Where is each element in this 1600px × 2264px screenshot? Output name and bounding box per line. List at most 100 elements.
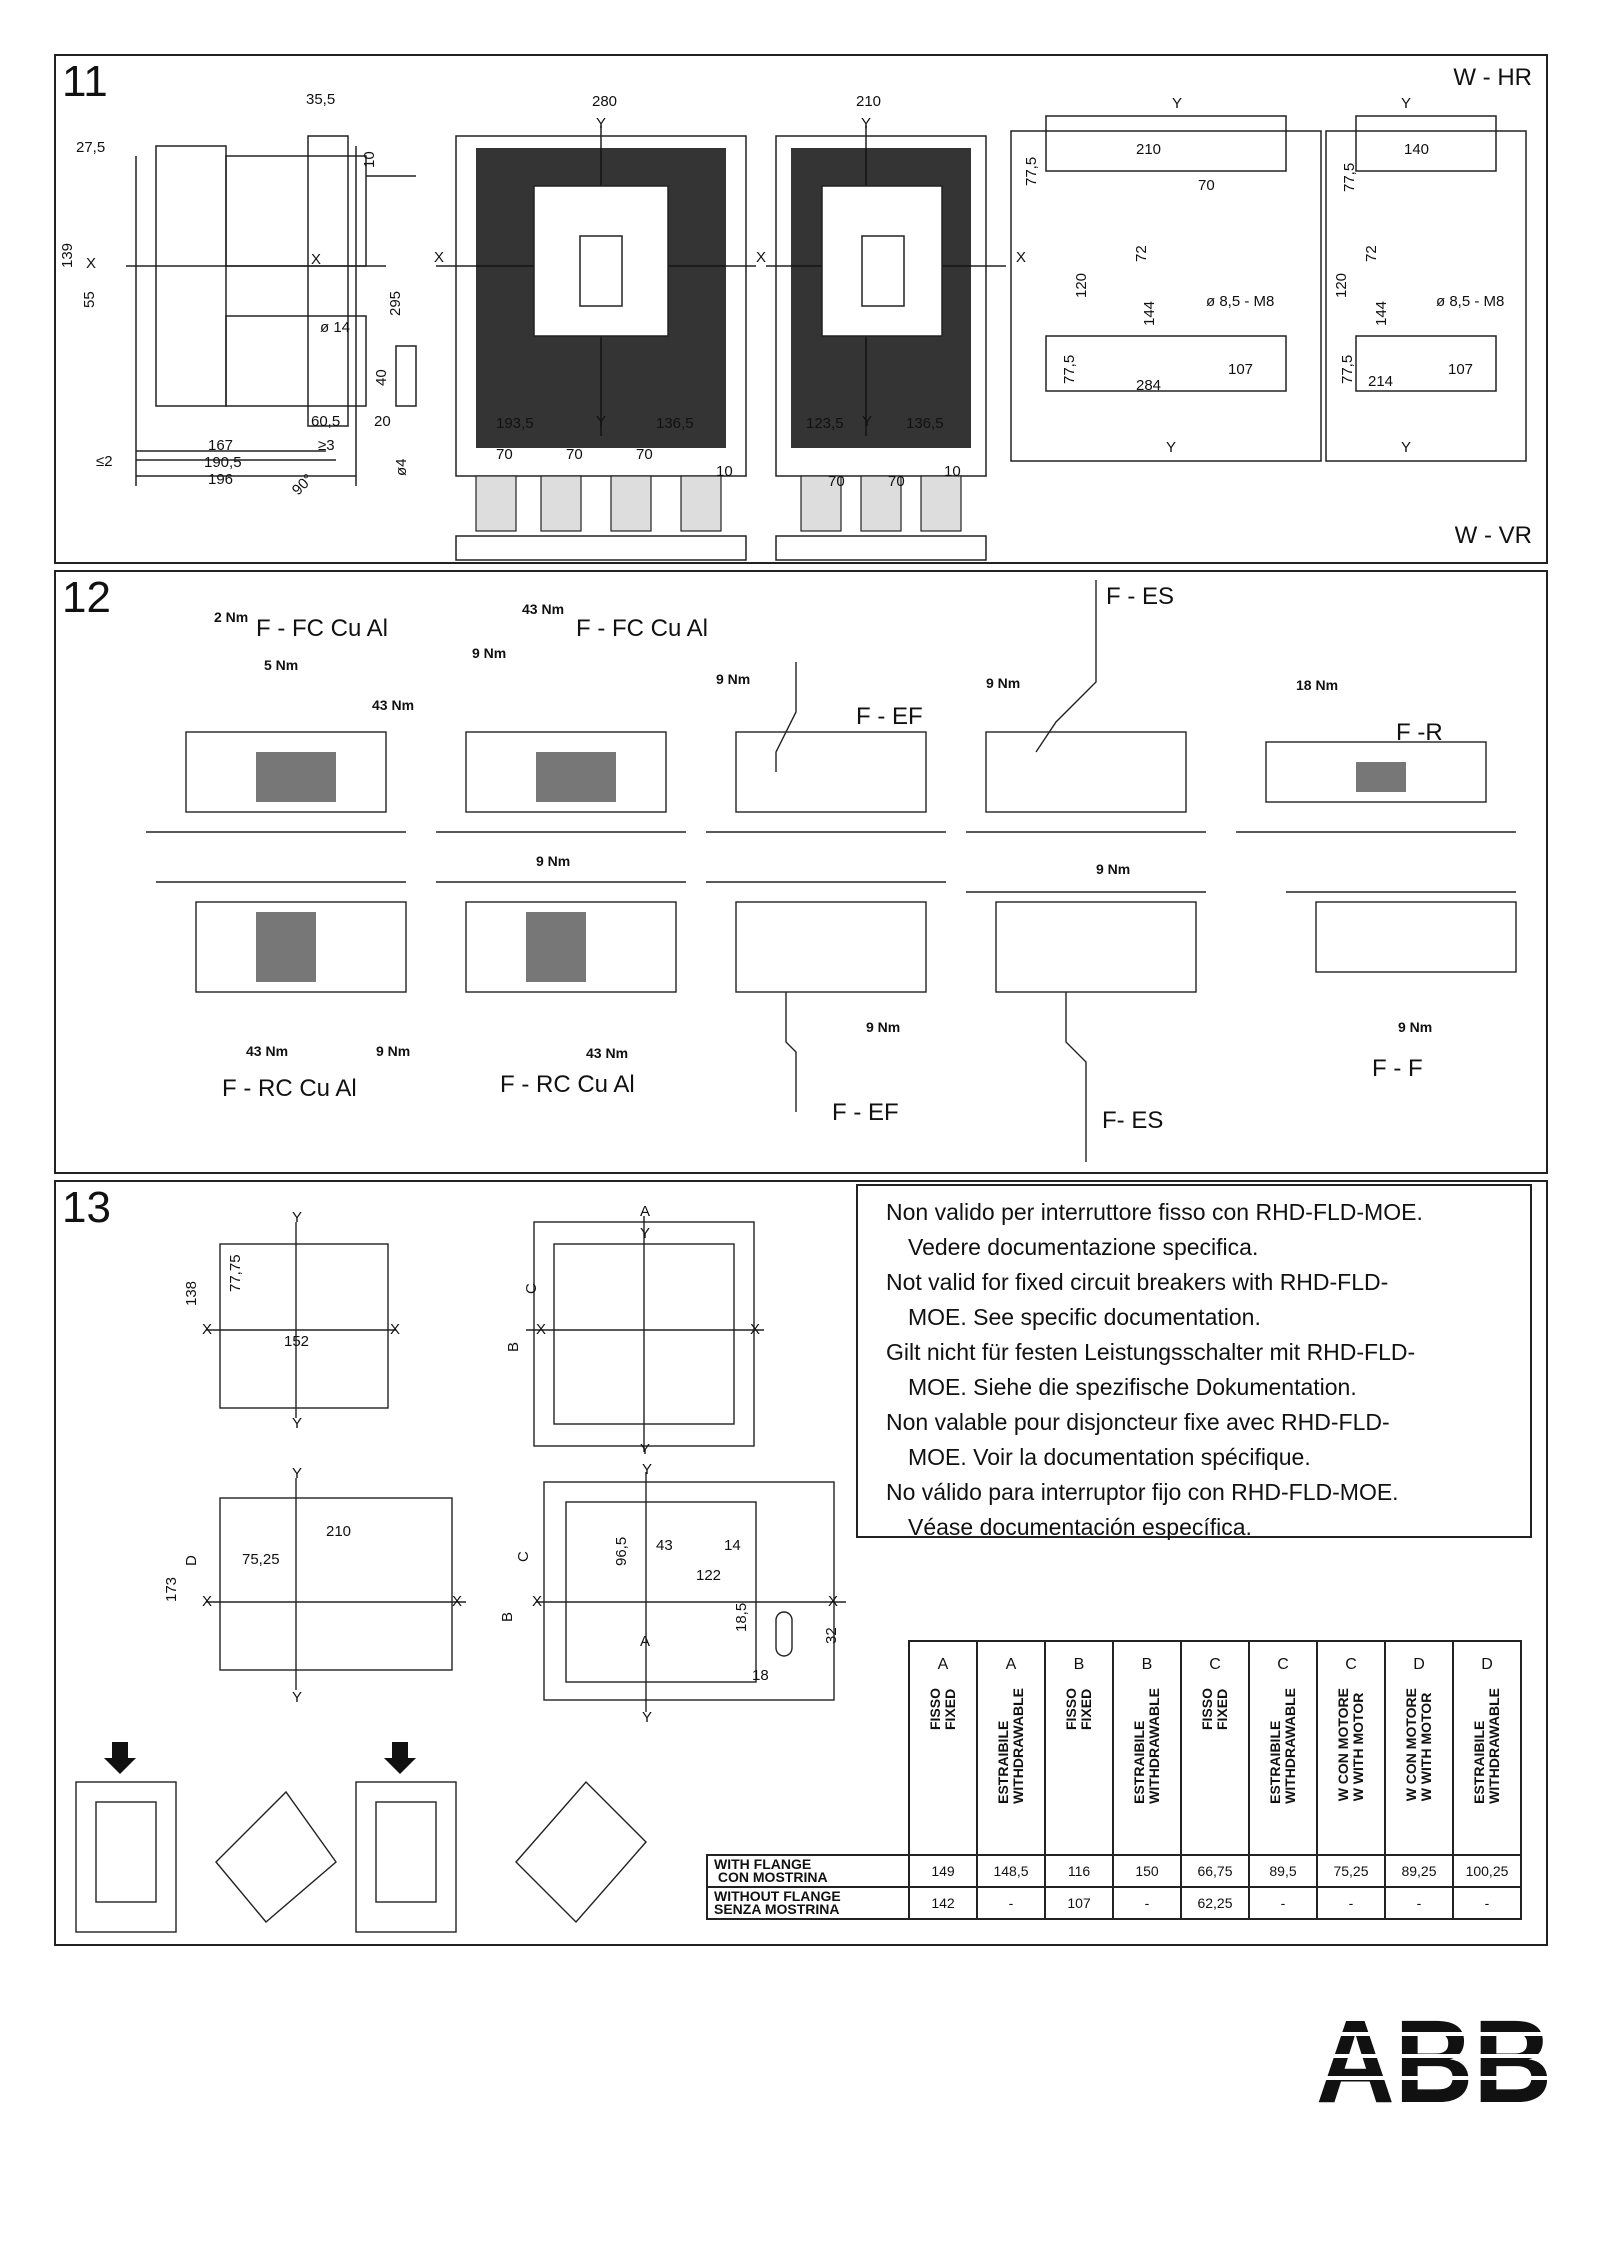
label-f-es-bottom: F- ES <box>1102 1107 1163 1134</box>
table-cell: 148,5 <box>976 1854 1046 1888</box>
svg-text:60,5: 60,5 <box>311 413 340 430</box>
validity-note-box: Non valido per interruttore fisso con RH… <box>856 1184 1532 1540</box>
torque: 9 Nm <box>866 1019 900 1035</box>
table-cell: - <box>1452 1886 1522 1920</box>
svg-text:X: X <box>756 249 766 266</box>
svg-text:167: 167 <box>208 437 233 454</box>
svg-text:96,5: 96,5 <box>613 1537 630 1566</box>
note-en-2: MOE. See specific documentation. <box>908 1304 1261 1330</box>
svg-text:X: X <box>434 249 444 266</box>
svg-text:14: 14 <box>724 1537 741 1554</box>
svg-text:Y: Y <box>1172 95 1182 112</box>
svg-text:18,5: 18,5 <box>733 1603 750 1632</box>
table-cell: 116 <box>1044 1854 1114 1888</box>
svg-text:144: 144 <box>1141 301 1158 326</box>
svg-text:210: 210 <box>326 1523 351 1540</box>
table-cell: - <box>1112 1886 1182 1920</box>
svg-text:D: D <box>183 1555 200 1566</box>
torque: 43 Nm <box>246 1043 288 1059</box>
svg-text:Y: Y <box>1166 439 1176 456</box>
note-en-1: Not valid for fixed circuit breakers wit… <box>886 1269 1389 1295</box>
torque: 9 Nm <box>1398 1019 1432 1035</box>
svg-text:ø4: ø4 <box>393 458 410 476</box>
svg-text:280: 280 <box>592 93 617 110</box>
svg-text:Y: Y <box>640 1441 650 1458</box>
torque: 9 Nm <box>376 1043 410 1059</box>
svg-text:152: 152 <box>284 1333 309 1350</box>
label-f-rc-1: F - RC Cu Al <box>222 1075 357 1102</box>
svg-text:196: 196 <box>208 471 233 488</box>
note-de-2: MOE. Siehe die spezifische Dokumentation… <box>908 1374 1357 1400</box>
torque: 43 Nm <box>522 601 564 617</box>
svg-text:Y: Y <box>596 115 606 132</box>
table-cell: 75,25 <box>1316 1854 1386 1888</box>
tag-w-hr: W - HR <box>1453 64 1532 91</box>
svg-text:139: 139 <box>59 243 76 268</box>
svg-text:173: 173 <box>163 1577 180 1602</box>
svg-text:≥3: ≥3 <box>318 437 335 454</box>
label-f-f: F - F <box>1372 1055 1423 1082</box>
torque: 5 Nm <box>264 657 298 673</box>
svg-text:B: B <box>505 1342 522 1352</box>
abb-logo: ABB <box>1316 2010 1556 2110</box>
svg-text:107: 107 <box>1448 361 1473 378</box>
svg-text:190,5: 190,5 <box>204 454 242 471</box>
svg-text:Y: Y <box>1401 439 1411 456</box>
svg-text:136,5: 136,5 <box>906 415 944 432</box>
figure-number: 13 <box>62 1183 111 1232</box>
svg-text:72: 72 <box>1133 245 1150 262</box>
svg-text:Y: Y <box>862 413 872 430</box>
table-cell: 149 <box>908 1854 978 1888</box>
table-cell: - <box>1248 1886 1318 1920</box>
svg-text:Y: Y <box>292 1209 302 1226</box>
label-f-r: F -R <box>1396 719 1443 746</box>
svg-text:Y: Y <box>1401 95 1411 112</box>
svg-text:193,5: 193,5 <box>496 415 534 432</box>
svg-text:77,5: 77,5 <box>1339 355 1356 384</box>
table-cell: 62,25 <box>1180 1886 1250 1920</box>
torque: 9 Nm <box>716 671 750 687</box>
note-fr-1: Non valable pour disjoncteur fixe avec R… <box>886 1409 1390 1435</box>
svg-text:72: 72 <box>1363 245 1380 262</box>
svg-text:284: 284 <box>1136 377 1161 394</box>
table-cell: 107 <box>1044 1886 1114 1920</box>
figure-11-drawing: 35,5 27,5 10 139 X 55 X ø 14 40 60,5 20 … <box>59 91 1527 561</box>
svg-text:B: B <box>499 1612 516 1622</box>
note-es-1: No válido para interruptor fijo con RHD-… <box>886 1479 1399 1505</box>
table-row: WITH FLANGE CON MOSTRINA 149 148,5 116 1… <box>706 1854 1522 1888</box>
svg-text:X: X <box>1016 249 1026 266</box>
svg-text:70: 70 <box>566 446 583 463</box>
label-f-ef-bottom: F - EF <box>832 1099 899 1126</box>
torque: 9 Nm <box>986 675 1020 691</box>
svg-text:Y: Y <box>292 1465 302 1482</box>
svg-text:Y: Y <box>640 1225 650 1242</box>
svg-text:77,5: 77,5 <box>1061 355 1078 384</box>
svg-text:≤2: ≤2 <box>96 453 113 470</box>
torque: 9 Nm <box>536 853 570 869</box>
torque: 43 Nm <box>372 697 414 713</box>
svg-text:X: X <box>202 1321 212 1338</box>
note-es-2: Véase documentación específica. <box>908 1514 1252 1540</box>
svg-text:ø 14: ø 14 <box>320 319 350 336</box>
svg-text:43: 43 <box>656 1537 673 1554</box>
svg-text:90°: 90° <box>289 471 317 499</box>
svg-text:Y: Y <box>596 413 606 430</box>
figure-13-panel: 13 <box>54 1180 1548 1946</box>
table-cell: 142 <box>908 1886 978 1920</box>
svg-text:X: X <box>86 255 96 272</box>
torque: 43 Nm <box>586 1045 628 1061</box>
svg-text:10: 10 <box>944 463 961 480</box>
svg-text:70: 70 <box>496 446 513 463</box>
svg-text:X: X <box>390 1321 400 1338</box>
table-cell: - <box>1316 1886 1386 1920</box>
